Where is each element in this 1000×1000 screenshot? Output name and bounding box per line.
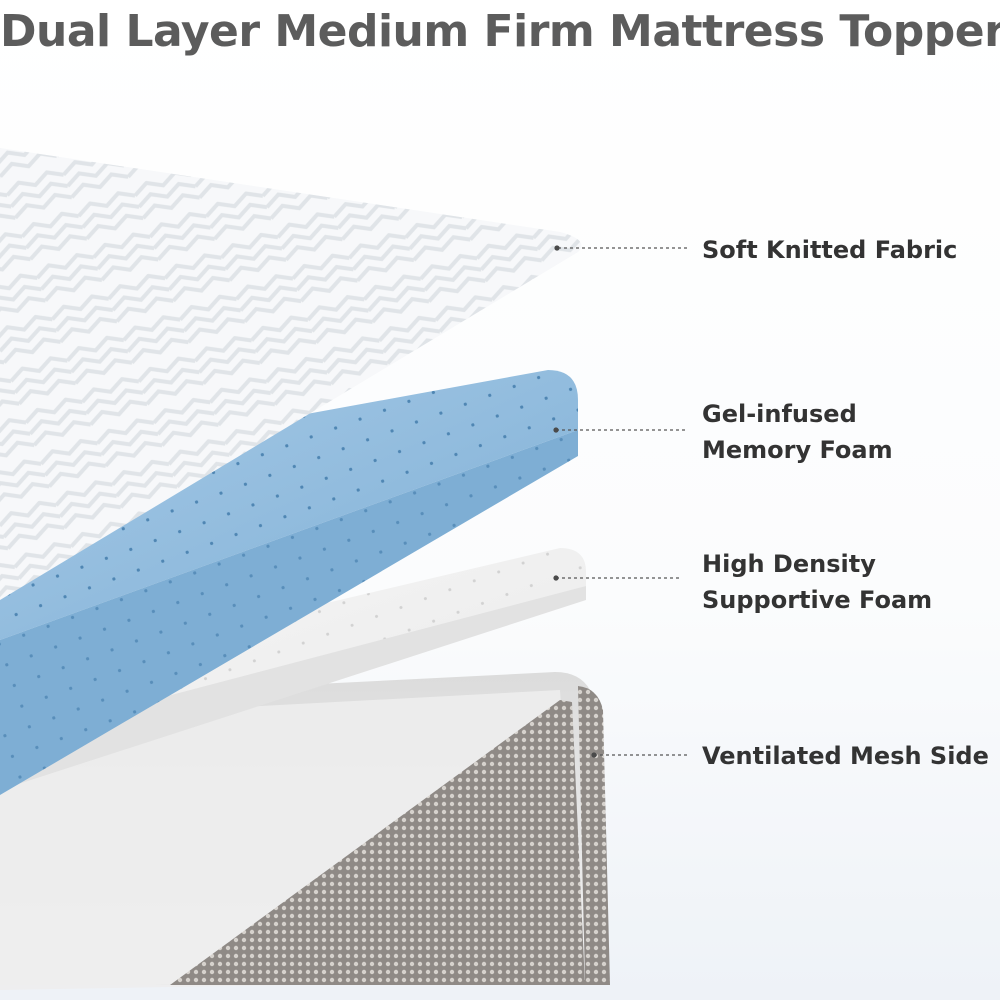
- label-ventilated-mesh-side: Ventilated Mesh Side: [702, 742, 989, 770]
- label-soft-knitted-fabric: Soft Knitted Fabric: [702, 236, 958, 264]
- fabric-layer: [0, 148, 582, 600]
- label-gel-infused-memory-foam: Gel-infused Memory Foam: [702, 400, 893, 464]
- gel-foam-layer: [0, 370, 578, 795]
- label-high-density-supportive-foam: High Density Supportive Foam: [702, 550, 933, 614]
- leader-dots: [553, 245, 597, 758]
- page-title: Dual Layer Medium Firm Mattress Topper: [0, 6, 1000, 57]
- mesh-layer: [0, 672, 610, 990]
- leader-lines: [556, 247, 690, 756]
